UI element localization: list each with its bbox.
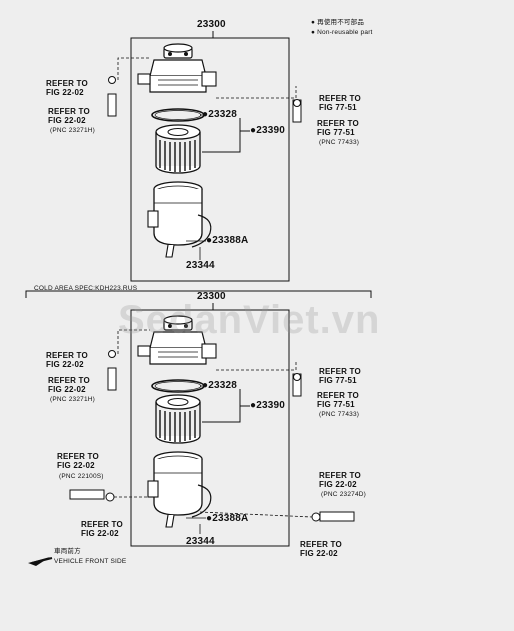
ref-pnc: (PNC 77433) <box>319 139 360 146</box>
ref-line: FIG 77-51 <box>317 400 355 409</box>
bottom-part-23388a: ●23388A <box>206 513 249 524</box>
top-part-23390: ●23390 <box>250 125 286 136</box>
top-part-23328: ●23328 <box>202 109 238 120</box>
top-part-23300: 23300 <box>197 19 226 30</box>
ref-pnc: (PNC 77433) <box>319 411 360 418</box>
ref-pnc: (PNC 23274D) <box>321 491 367 498</box>
bottom-part-23344: 23344 <box>186 536 215 547</box>
ref-line: FIG 77-51 <box>319 376 357 385</box>
ref-line: REFER TO <box>319 94 361 103</box>
ref-line: FIG 22-02 <box>46 88 84 97</box>
ref-line: FIG 77-51 <box>317 128 355 137</box>
ref-line: REFER TO <box>81 520 123 529</box>
ref-line: REFER TO <box>46 351 88 360</box>
bottom-part-23328: ●23328 <box>202 380 238 391</box>
ref-line: FIG 77-51 <box>319 103 357 112</box>
ref-pnc: (PNC 23271H) <box>50 396 96 403</box>
ref-pnc: (PNC 22100S) <box>59 473 104 480</box>
watermark: SedanViet.vn <box>118 298 381 342</box>
ref-line: REFER TO <box>48 376 90 385</box>
ref-line: FIG 22-02 <box>319 480 357 489</box>
ref-line: FIG 22-02 <box>81 529 119 538</box>
vehicle-front-japanese: 車両前方 <box>54 548 81 555</box>
ref-line: REFER TO <box>319 367 361 376</box>
ref-line: REFER TO <box>300 540 342 549</box>
ref-line: FIG 22-02 <box>46 360 84 369</box>
ref-line: FIG 22-02 <box>57 461 95 470</box>
ref-line: REFER TO <box>57 452 99 461</box>
legend-non-reusable: ● Non-reusable part <box>311 29 373 36</box>
top-part-23388a: ●23388A <box>206 235 249 246</box>
ref-line: REFER TO <box>48 107 90 116</box>
ref-line: FIG 22-02 <box>48 116 86 125</box>
ref-line: REFER TO <box>319 471 361 480</box>
ref-line: REFER TO <box>317 391 359 400</box>
legend-japanese: ● 再使用不可部品 <box>311 19 365 26</box>
ref-line: REFER TO <box>46 79 88 88</box>
ref-line: FIG 22-02 <box>300 549 338 558</box>
vehicle-front-label: VEHICLE FRONT SIDE <box>54 558 127 565</box>
bottom-part-23300: 23300 <box>197 291 226 302</box>
ref-pnc: (PNC 23271H) <box>50 127 96 134</box>
ref-line: FIG 22-02 <box>48 385 86 394</box>
top-part-23344: 23344 <box>186 260 215 271</box>
ref-line: REFER TO <box>317 119 359 128</box>
bottom-part-23390: ●23390 <box>250 400 286 411</box>
cold-area-spec-label: COLD AREA SPEC:KDH223.RUS <box>34 285 138 292</box>
